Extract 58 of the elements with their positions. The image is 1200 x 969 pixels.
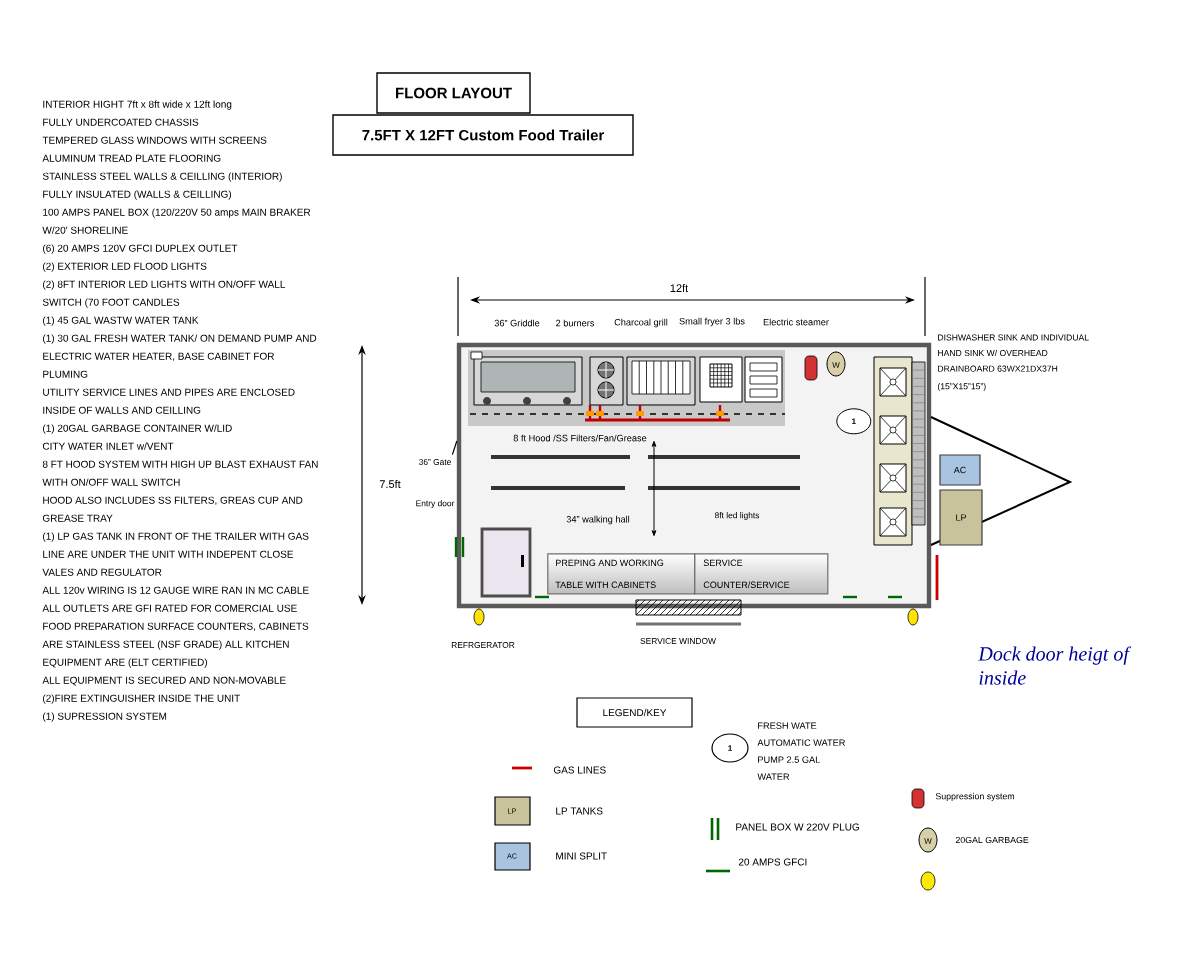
handwritten-note: Dock door heigt of inside: [978, 646, 1132, 685]
equipment-label: Small fryer 3 lbs: [679, 317, 745, 327]
spec-item: ALL 120v WIRING IS 12 GAUGE WIRE RAN IN MC CABLE ALL OUTLETS ARE GFI RATED FOR COMERCIAL USE: [42, 586, 309, 612]
legend-text: Suppression system: [935, 792, 1015, 802]
sink-dimensions: (15”X15”15”): [937, 383, 986, 391]
spec-item: (1) SUPRESSION SYSTEM: [43, 712, 167, 722]
equipment-label: 2 burners: [556, 319, 595, 327]
lights-label: 8ft led lights: [714, 512, 760, 520]
subtitle-box: 7.5FT X 12FT Custom Food Trailer: [332, 114, 634, 156]
legend-text: PANEL BOX W 220V PLUG: [736, 823, 859, 831]
legend-text: 20GAL GARBAGE: [955, 836, 1029, 844]
bin-letter: W: [832, 362, 840, 368]
bin-letter: W: [924, 838, 932, 844]
equipment-label: 36” Griddle: [494, 319, 540, 327]
legend-text: GAS LINES: [553, 766, 606, 774]
equipment-label: Charcoal grill: [614, 318, 668, 328]
spec-item: ALL EQUIPMENT IS SECURED AND NON-MOVABLE: [42, 676, 286, 686]
service-counter: SERVICE COUNTER/SERVICE: [694, 553, 829, 595]
ac-unit-box: AC: [939, 454, 981, 486]
door-label: Entry door: [416, 500, 455, 508]
spec-item: (2) 8FT INTERIOR LED LIGHTS WITH ON/OFF WALL SWITCH (70 FOOT CANDLES: [42, 280, 286, 308]
spec-item: (2)FIRE EXTINGUISHER INSIDE THE UNIT: [43, 694, 240, 704]
hood-label: 8 ft Hood /SS Filters/Fan/Grease: [513, 434, 647, 442]
sink-description: DISHWASHER SINK AND INDIVIDUAL HAND SINK W/ OVERHEAD DRAINBOARD 63WX21DX37H: [938, 334, 1089, 372]
spec-item: HOOD ALSO INCLUDES SS FILTERS, GREAS CUP AND GREASE TRAY: [42, 496, 303, 522]
refrigerator-label: REFRGERATOR: [451, 642, 515, 648]
spec-item: (6) 20 AMPS 120V GFCI DUPLEX OUTLET: [43, 244, 238, 254]
legend-text: 20 AMPS GFCI: [738, 858, 807, 866]
gate-label: 36” Gate: [419, 459, 451, 465]
prep-table: PREPING AND WORKING TABLE WITH CABINETS: [547, 553, 696, 595]
leader-line: [451, 440, 458, 456]
spec-item: INTERIOR HIGHT 7ft x 8ft wide x 12ft long: [43, 100, 232, 110]
spec-item: FULLY UNDERCOATED CHASSIS: [43, 118, 199, 126]
lp-tank-box: LP: [939, 489, 983, 546]
spec-item: CITY WATER INLET w/VENT: [42, 442, 174, 450]
spec-item: FOOD PREPARATION SURFACE COUNTERS, CABINETS ARE STAINLESS STEEL (NSF GRADE) ALL KITCHEN EQUIPMENT ARE (ELT CERTIFIED): [42, 622, 309, 668]
dimension-label: 12ft: [670, 283, 689, 293]
spec-item: ALUMINUM TREAD PLATE FLOORING: [42, 154, 221, 162]
spec-item: UTILITY SERVICE LINES AND PIPES ARE ENCLOSED INSIDE OF WALLS AND CEILLING: [43, 388, 295, 414]
spec-item: (1) 30 GAL FRESH WATER TANK/ ON DEMAND PUMP AND ELECTRIC WATER HEATER, BASE CABINET FOR PLUMING: [43, 334, 317, 378]
spec-item: (1) 45 GAL WASTW WATER TANK: [43, 316, 199, 326]
legend-title-box: LEGEND/KEY: [576, 697, 693, 728]
spec-item: (2) EXTERIOR LED FLOOD LIGHTS: [43, 262, 207, 272]
spec-item: STAINLESS STEEL WALLS & CEILLING (INTERIOR): [42, 172, 282, 182]
legend-text: MINI SPLIT: [556, 852, 607, 860]
hall-label: 34” walking hall: [566, 515, 630, 525]
equipment-label: Electric steamer: [763, 318, 829, 326]
legend-text: LP TANKS: [556, 807, 603, 815]
legend-description: FRESH WATE AUTOMATIC WATER PUMP 2.5 GAL WATER: [757, 722, 845, 780]
dimension-label: 7.5ft: [379, 479, 401, 488]
spec-item: (1) LP GAS TANK IN FRONT OF THE TRAILER WITH GAS LINE ARE UNDER THE UNIT WITH INDEPENT CLOSE VALES AND REGULATOR: [42, 532, 309, 576]
spec-item: (1) 20GAL GARBAGE CONTAINER W/LID: [43, 424, 232, 434]
spec-item: 100 AMPS PANEL BOX (120/220V 50 amps MAIN BRAKER W/20' SHORELINE: [42, 208, 311, 234]
spec-item: 8 FT HOOD SYSTEM WITH HIGH UP BLAST EXHAUST FAN WITH ON/OFF WALL SWITCH: [42, 460, 318, 486]
spec-item: TEMPERED GLASS WINDOWS WITH SCREENS: [42, 136, 267, 144]
title-box: FLOOR LAYOUT: [376, 72, 531, 114]
spec-item: FULLY INSULATED (WALLS & CEILLING): [43, 190, 232, 200]
window-label: SERVICE WINDOW: [640, 638, 716, 644]
